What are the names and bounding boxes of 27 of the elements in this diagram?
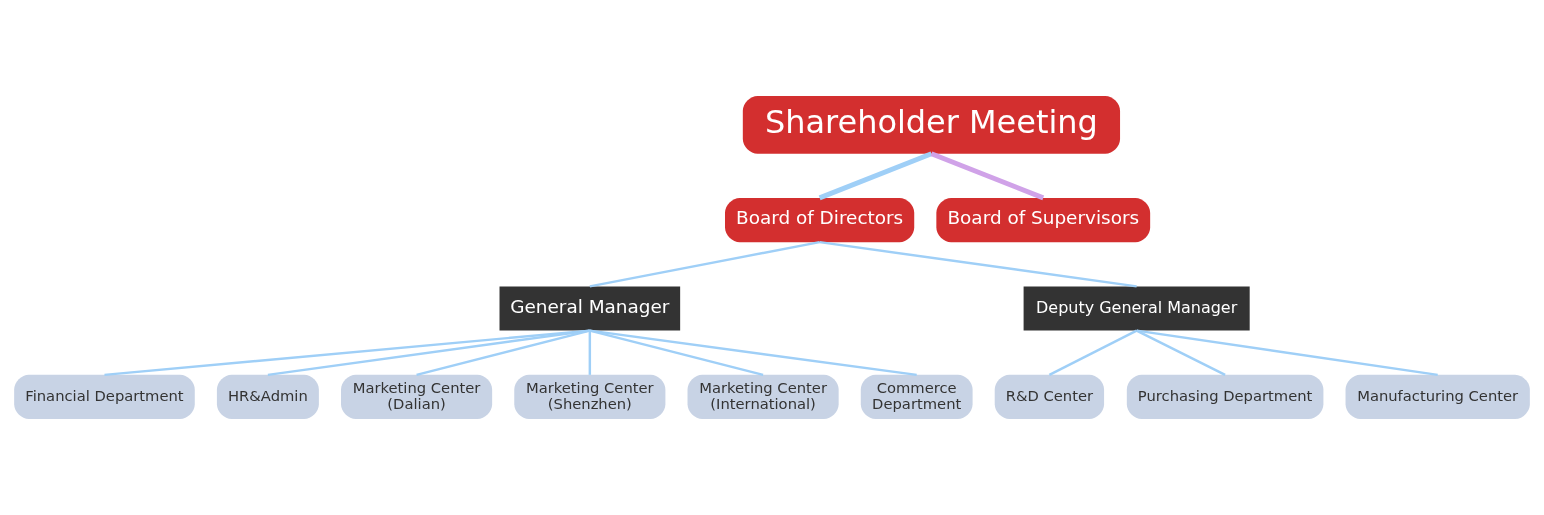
connector bbox=[267, 329, 590, 377]
connector bbox=[588, 330, 592, 375]
connector bbox=[589, 240, 820, 288]
node-box: Deputy General Manager bbox=[1023, 286, 1250, 331]
node-box: HR&Admin bbox=[216, 374, 319, 420]
connector bbox=[1136, 329, 1438, 377]
node-box: Marketing Center (Dalian) bbox=[341, 374, 493, 420]
node-box: Marketing Center (Shenzhen) bbox=[514, 374, 666, 420]
node-box: Purchasing Department bbox=[1126, 374, 1324, 420]
node-box: Financial Department bbox=[14, 374, 195, 420]
connector bbox=[416, 329, 591, 377]
node-box: Manufacturing Center bbox=[1345, 374, 1530, 420]
connector bbox=[589, 329, 917, 377]
node-box: Shareholder Meeting bbox=[742, 95, 1121, 154]
node-box: R&D Center bbox=[994, 374, 1105, 420]
connector bbox=[930, 151, 1045, 201]
connector bbox=[819, 240, 1137, 288]
node-box: Marketing Center (International) bbox=[687, 374, 839, 420]
connector bbox=[1136, 329, 1226, 376]
connector bbox=[104, 329, 590, 377]
node-box: Board of Directors bbox=[725, 197, 915, 243]
node-box: Commerce Department bbox=[860, 374, 973, 420]
connector bbox=[818, 151, 933, 201]
connector bbox=[1048, 329, 1138, 376]
node-box: General Manager bbox=[499, 286, 681, 331]
connector bbox=[589, 329, 764, 377]
node-box: Board of Supervisors bbox=[936, 197, 1151, 243]
